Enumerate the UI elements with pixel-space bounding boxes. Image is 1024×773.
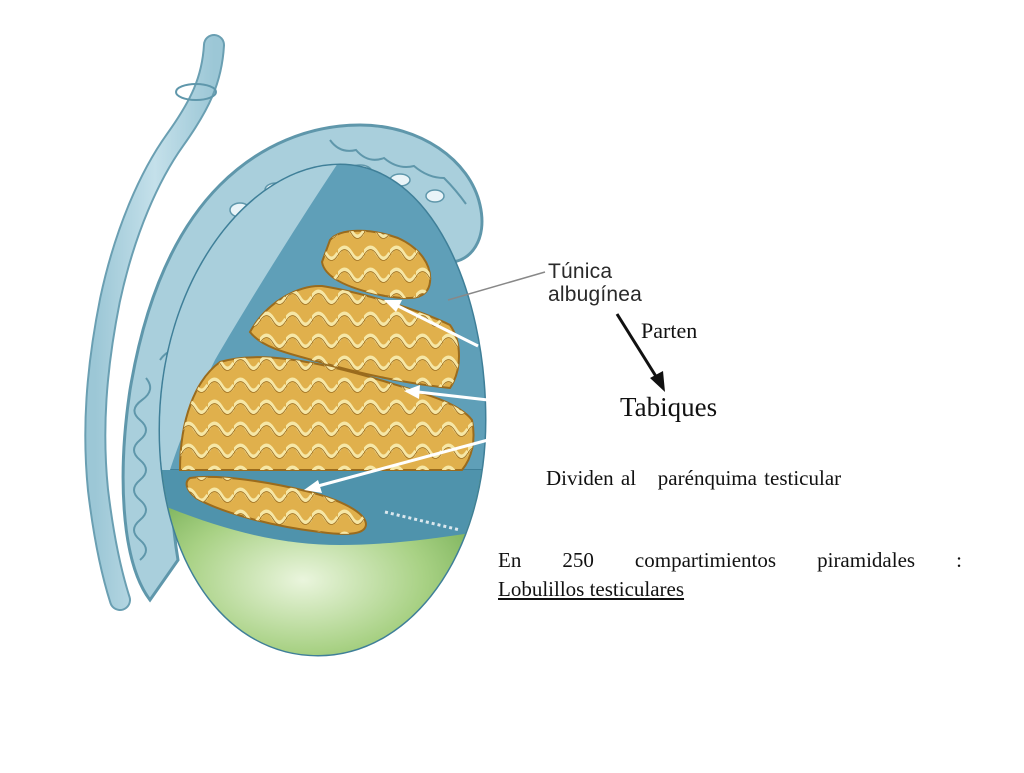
tunica-albuginea-label: Túnica albugínea — [548, 260, 642, 306]
testicular-lobules — [178, 229, 475, 535]
tabiques-note: Tabiques — [620, 392, 718, 422]
compartimientos-note: En 250 compartimientos piramidales : Lob… — [498, 546, 962, 604]
cord-ring — [175, 83, 217, 101]
tunica-label-line1: Túnica — [548, 260, 613, 283]
dividen-note: Dividen al parénquima testicular — [546, 466, 842, 490]
word-250: 250 — [562, 548, 594, 572]
parten-note: Parten — [641, 318, 698, 343]
septa-arrows — [304, 300, 489, 493]
tunica-label-line2: albugínea — [548, 283, 643, 306]
word-piramidales: piramidales — [817, 548, 916, 572]
word-compartimientos: compartimientos — [634, 548, 777, 572]
word-colon: : — [956, 548, 962, 572]
lobulillos-testiculares-label: Lobulillos testiculares — [498, 577, 685, 601]
tunica-leader-line — [447, 271, 546, 301]
compartimientos-line: En 250 compartimientos piramidales : — [498, 546, 962, 575]
parten-arrow — [615, 313, 665, 392]
word-en: En — [498, 548, 522, 572]
